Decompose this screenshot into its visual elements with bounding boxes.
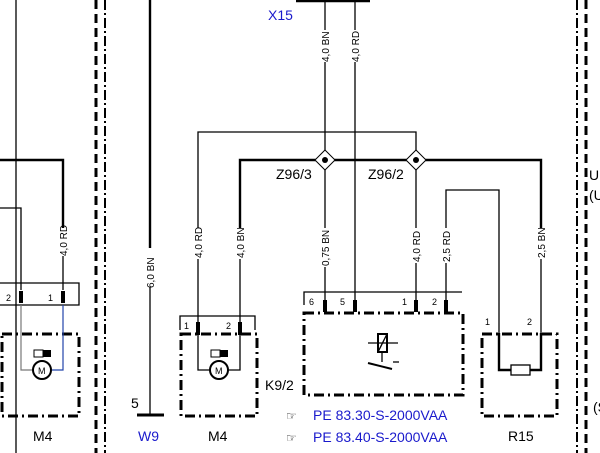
wire <box>530 333 543 372</box>
pin-label: 6 <box>309 297 314 307</box>
wire <box>20 305 33 371</box>
wire-label: 2,5 RD <box>442 231 453 262</box>
component-label-m4: M4 <box>208 428 228 444</box>
connector-k9-2 <box>303 291 462 305</box>
hand-pointer-icon: ☞ <box>286 409 297 423</box>
wire-label: 4,0 RD <box>59 225 70 256</box>
connector-link-x15[interactable]: X15 <box>268 7 293 23</box>
pin-label: 5 <box>340 297 345 307</box>
wire <box>238 158 543 228</box>
component-label-u1: U1 <box>589 167 600 183</box>
pin-label: 1 <box>485 317 490 327</box>
reference-link-text[interactable]: PE 83.40-S-2000VAA <box>313 429 448 445</box>
splice-label: Z96/3 <box>276 166 312 182</box>
wire-label: 2,5 BN <box>537 227 548 258</box>
pin-label: 2 <box>432 297 437 307</box>
reference-link[interactable]: ☞ PE 83.30-S-2000VAA <box>286 407 448 423</box>
wire <box>497 333 511 372</box>
wire <box>52 305 64 371</box>
pin-label: 2 <box>6 293 11 303</box>
component-label-r15: R15 <box>508 428 534 444</box>
wire-label: 4,0 RD <box>412 231 423 262</box>
reference-link[interactable]: ☞ PE 83.40-S-2000VAA <box>286 429 448 445</box>
reference-link-text[interactable]: PE 83.30-S-2000VAA <box>313 407 448 423</box>
splice-label: Z96/2 <box>368 166 404 182</box>
wire-label: 0,75 BN <box>321 230 332 266</box>
svg-text:M: M <box>38 366 46 376</box>
wire <box>228 335 241 371</box>
ground-link-w9[interactable]: W9 <box>138 428 159 444</box>
wire-left-m4-pin2 <box>0 207 22 290</box>
motor-icon: M <box>209 349 229 380</box>
m4-right-box <box>179 332 259 418</box>
pin-label: 5 <box>131 395 139 411</box>
wire-label: 4,0 BN <box>236 227 247 258</box>
pin-terminal <box>353 300 357 312</box>
pin-terminal <box>238 322 242 335</box>
splice-icon <box>314 149 427 171</box>
wire <box>197 131 417 228</box>
pin-label: 1 <box>184 321 189 331</box>
svg-text:M: M <box>215 366 223 376</box>
wire <box>197 335 210 371</box>
wire-label: 4,0 RD <box>351 31 362 62</box>
pin-terminal <box>61 291 65 303</box>
wire-label: 4,0 BN <box>321 31 332 62</box>
pin-terminal <box>196 322 200 335</box>
component-label-m4: M4 <box>33 428 53 444</box>
pin-label: 1 <box>402 297 407 307</box>
pin-terminal <box>19 291 23 303</box>
resistor-icon <box>510 364 531 376</box>
wire-label: 4,0 RD <box>194 227 205 258</box>
motor-icon: M <box>32 349 52 380</box>
relay-icon <box>367 333 399 370</box>
pin-terminal <box>414 300 418 312</box>
connector-m4-left <box>0 282 80 306</box>
pin-label: 2 <box>226 321 231 331</box>
k9-2-box <box>302 311 465 397</box>
pin-terminal <box>444 300 448 312</box>
pin-label: 1 <box>48 293 53 303</box>
component-note: (S <box>593 399 600 415</box>
hand-pointer-icon: ☞ <box>286 431 297 445</box>
pin-label: 2 <box>527 317 532 327</box>
component-label-k9-2: K9/2 <box>265 377 294 393</box>
component-note: (U <box>589 187 600 203</box>
wire <box>445 189 500 333</box>
connector-m4-right <box>179 315 256 330</box>
wire-left-m4-pin1-top <box>0 158 65 228</box>
r15-box <box>480 332 559 418</box>
pin-terminal <box>323 300 327 312</box>
wire-label: 6,0 BN <box>146 257 157 288</box>
